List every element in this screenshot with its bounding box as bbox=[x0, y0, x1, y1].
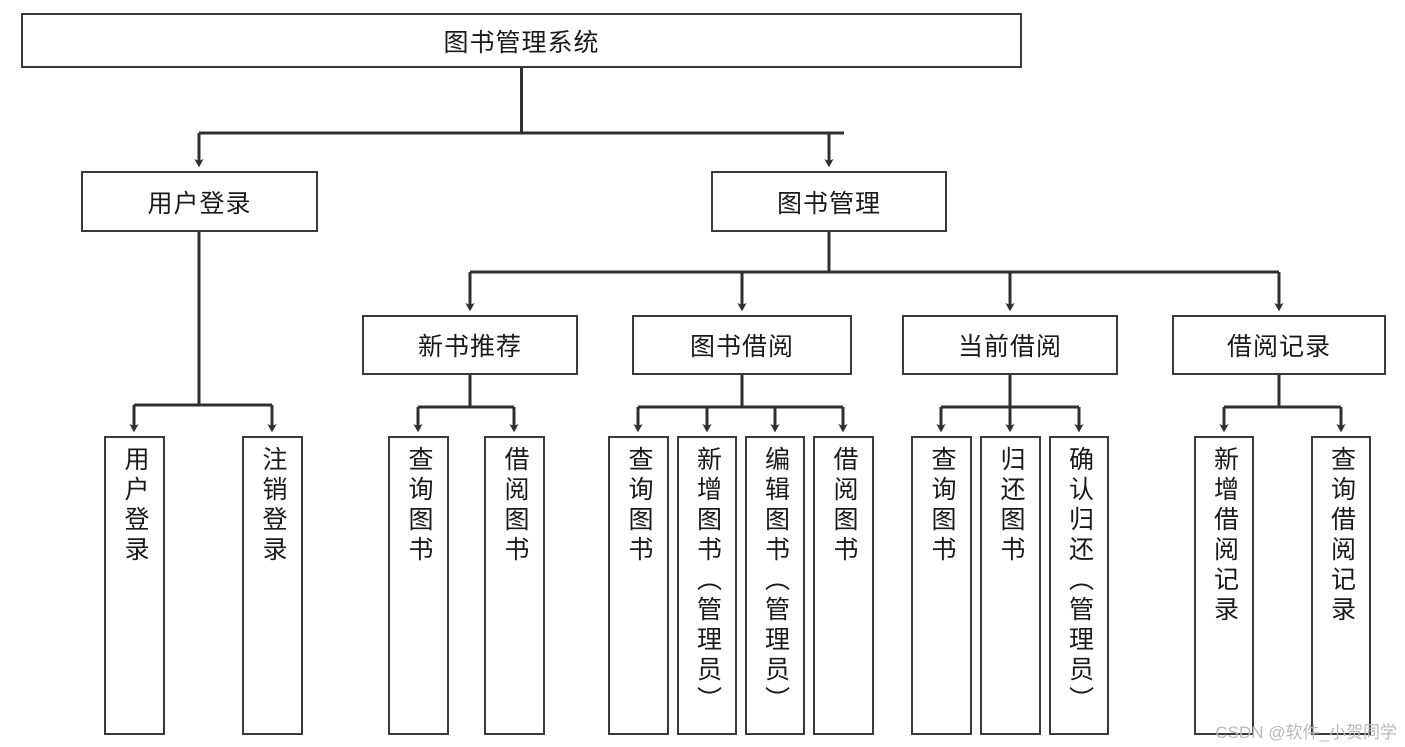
leaf-current-query-book[interactable]: 查询图书 bbox=[911, 436, 972, 735]
leaf-borrow-add-book-admin[interactable]: 新增图书（管理员） bbox=[677, 436, 737, 735]
leaf-user-login-logout[interactable]: 注销登录 bbox=[242, 436, 303, 735]
leaf-borrow-query-book[interactable]: 查询图书 bbox=[608, 436, 669, 735]
node-label: 用户登录 bbox=[147, 189, 252, 218]
leaf-recommend-borrow-book[interactable]: 借阅图书 bbox=[484, 436, 545, 735]
leaf-user-login-login[interactable]: 用户登录 bbox=[104, 436, 165, 735]
node-label: 查询图书 bbox=[928, 446, 956, 566]
leaf-recommend-query-book[interactable]: 查询图书 bbox=[388, 436, 449, 735]
node-label: 确认归还（管理员） bbox=[1065, 446, 1094, 716]
node-label: 查询图书 bbox=[405, 446, 433, 566]
node-book-borrow[interactable]: 图书借阅 bbox=[632, 315, 852, 375]
node-label: 新书推荐 bbox=[417, 333, 522, 361]
node-label: 当前借阅 bbox=[957, 333, 1062, 361]
node-label: 归还图书 bbox=[997, 446, 1025, 566]
node-label: 图书借阅 bbox=[689, 333, 794, 361]
node-label: 图书管理系统 bbox=[443, 28, 600, 57]
node-label: 查询图书 bbox=[625, 446, 653, 566]
leaf-borrow-edit-book-admin[interactable]: 编辑图书（管理员） bbox=[745, 436, 805, 735]
leaf-current-confirm-return-admin[interactable]: 确认归还（管理员） bbox=[1049, 436, 1109, 735]
node-root-system[interactable]: 图书管理系统 bbox=[21, 13, 1022, 68]
node-label: 注销登录 bbox=[259, 446, 287, 566]
node-label: 查询借阅记录 bbox=[1327, 446, 1356, 626]
node-user-login[interactable]: 用户登录 bbox=[81, 171, 318, 232]
node-label: 新增借阅记录 bbox=[1210, 446, 1239, 626]
node-current-borrow[interactable]: 当前借阅 bbox=[902, 315, 1118, 375]
node-book-management[interactable]: 图书管理 bbox=[711, 171, 947, 232]
node-label: 借阅图书 bbox=[501, 446, 529, 566]
node-label: 图书管理 bbox=[776, 189, 881, 218]
node-label: 用户登录 bbox=[121, 446, 149, 566]
node-borrow-record[interactable]: 借阅记录 bbox=[1172, 315, 1386, 375]
leaf-record-query-record[interactable]: 查询借阅记录 bbox=[1311, 436, 1371, 735]
node-new-book-recommend[interactable]: 新书推荐 bbox=[362, 315, 578, 375]
leaf-borrow-borrow-book[interactable]: 借阅图书 bbox=[813, 436, 874, 735]
leaf-record-add-record[interactable]: 新增借阅记录 bbox=[1194, 436, 1254, 735]
node-label: 编辑图书（管理员） bbox=[761, 446, 790, 716]
node-label: 新增图书（管理员） bbox=[693, 446, 722, 716]
node-label: 借阅图书 bbox=[830, 446, 858, 566]
node-label: 借阅记录 bbox=[1226, 333, 1331, 361]
leaf-current-return-book[interactable]: 归还图书 bbox=[980, 436, 1041, 735]
